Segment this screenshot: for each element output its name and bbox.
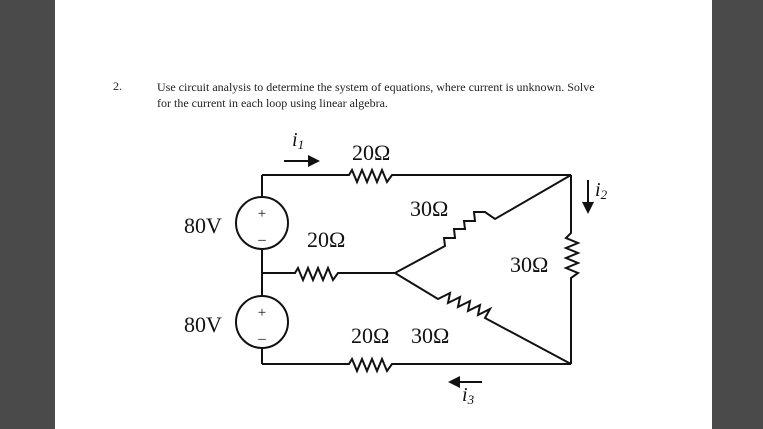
resistor-bottom-label: 20Ω <box>351 323 389 348</box>
question-line-1: Use circuit analysis to determine the sy… <box>157 80 595 94</box>
voltage-source-top <box>235 196 289 250</box>
wire-top <box>262 167 571 185</box>
current-i1-label: i1 <box>292 129 304 152</box>
arrow-left-icon <box>448 376 482 388</box>
resistor-diag-lower-label: 30Ω <box>411 323 449 348</box>
source-top-plus: + <box>258 206 266 222</box>
source-top-label: 80V <box>184 213 222 238</box>
wire-diag-upper <box>394 174 572 274</box>
source-bottom-minus: – <box>257 331 266 347</box>
wire-bottom <box>262 356 571 374</box>
document-page: 2. Use circuit analysis to determine the… <box>55 0 712 429</box>
resistor-top-label: 20Ω <box>352 140 390 165</box>
resistor-middle-label: 20Ω <box>307 227 345 252</box>
wire-middle <box>262 265 395 283</box>
wire-right <box>563 175 581 364</box>
current-i3-label: i3 <box>462 384 475 407</box>
voltage-source-bottom <box>235 295 289 349</box>
source-top-minus: – <box>257 232 266 248</box>
arrow-down-icon <box>582 180 594 214</box>
arrow-right-icon <box>284 155 320 167</box>
source-bottom-plus: + <box>258 305 266 321</box>
resistor-diag-upper-label: 30Ω <box>410 196 448 221</box>
current-i2-label: i2 <box>595 179 608 202</box>
question-number: 2. <box>113 79 122 93</box>
question-line-2: for the current in each loop using linea… <box>157 96 388 110</box>
question-text: Use circuit analysis to determine the sy… <box>157 79 677 111</box>
wire-diag-lower <box>394 272 572 365</box>
source-bottom-label: 80V <box>184 312 222 337</box>
resistor-right-label: 30Ω <box>510 252 548 277</box>
